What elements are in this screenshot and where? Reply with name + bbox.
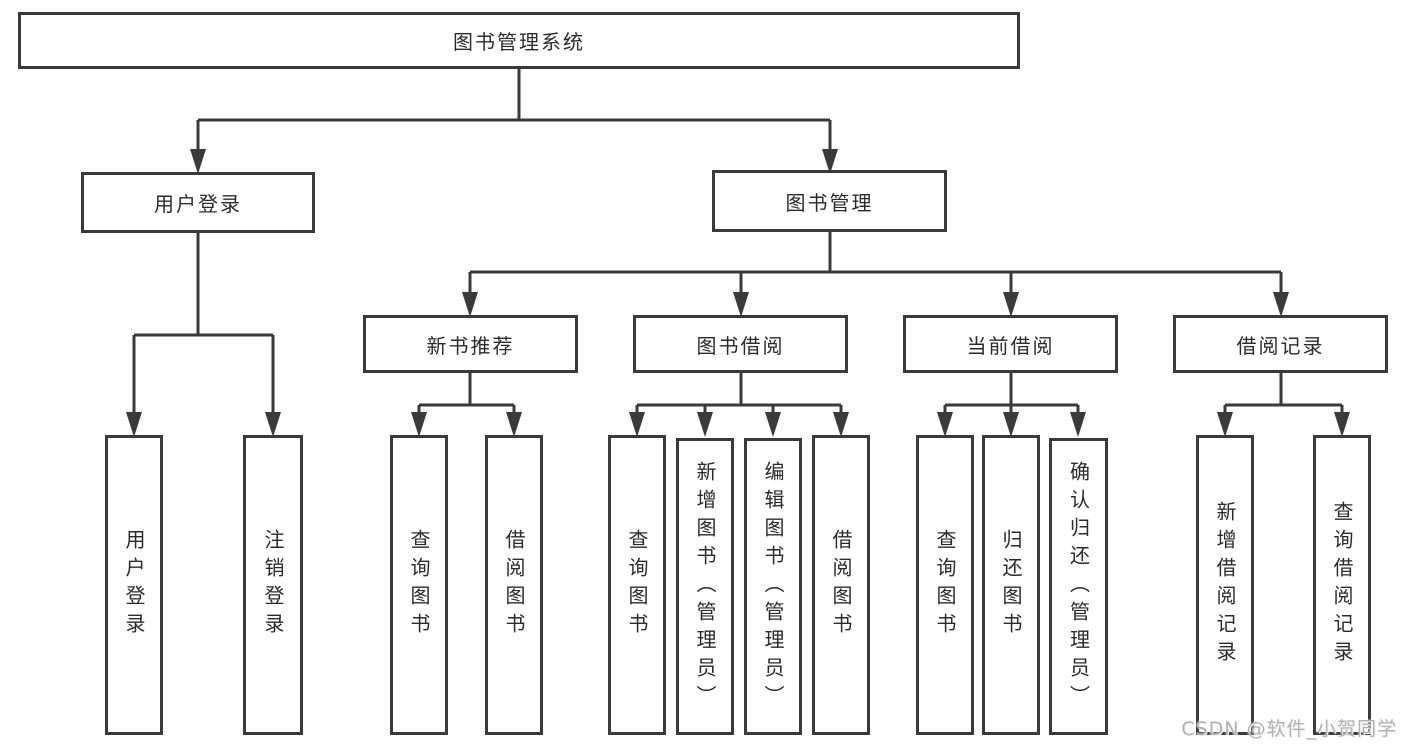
node-leaf-query-borrow-rec-label: 查询借阅记录 (1330, 501, 1354, 669)
node-leaf-return-book: 归还图书 (982, 435, 1040, 735)
arrowhead-icon (765, 412, 781, 437)
arrowhead-icon (462, 292, 478, 317)
node-leaf-add-borrow-rec: 新增借阅记录 (1196, 435, 1254, 735)
arrowhead-icon (190, 149, 206, 174)
node-root-library-system: 图书管理系统 (18, 12, 1020, 69)
node-leaf-query-books-2-label: 查询图书 (625, 529, 649, 641)
node-borrowing-records: 借阅记录 (1173, 315, 1388, 373)
node-leaf-query-books-2: 查询图书 (608, 435, 666, 735)
arrowhead-icon (1334, 412, 1350, 437)
node-new-book-recommend: 新书推荐 (363, 315, 578, 373)
node-leaf-query-books-3: 查询图书 (916, 435, 974, 735)
node-current-borrowing: 当前借阅 (903, 315, 1118, 373)
node-leaf-add-borrow-rec-label: 新增借阅记录 (1213, 501, 1237, 669)
watermark: CSDN @软件_小贺同学 (1181, 718, 1397, 740)
node-book-management-label: 图书管理 (785, 190, 874, 215)
arrowhead-icon (1003, 292, 1019, 317)
arrowhead-icon (937, 412, 953, 437)
node-leaf-confirm-return: 确认归还（管理员） (1049, 438, 1108, 735)
arrowhead-icon (629, 412, 645, 437)
node-current-borrowing-label: 当前借阅 (966, 333, 1055, 358)
arrowhead-icon (1217, 412, 1233, 437)
arrowhead-icon (833, 412, 849, 437)
node-leaf-query-books-1: 查询图书 (390, 435, 448, 735)
node-book-borrowing-label: 图书借阅 (696, 333, 785, 358)
node-book-management: 图书管理 (712, 170, 947, 232)
arrowhead-icon (126, 412, 142, 437)
node-leaf-query-books-3-label: 查询图书 (933, 529, 957, 641)
arrowhead-icon (1273, 292, 1289, 317)
node-leaf-user-login-label: 用户登录 (122, 529, 146, 641)
node-leaf-user-login: 用户登录 (105, 435, 163, 735)
node-leaf-edit-book-admin: 编辑图书（管理员） (744, 438, 802, 735)
arrowhead-icon (1070, 412, 1086, 437)
arrowhead-icon (697, 412, 713, 437)
node-leaf-borrow-books-2: 借阅图书 (812, 435, 870, 735)
node-leaf-add-book-admin: 新增图书（管理员） (676, 438, 734, 735)
arrowhead-icon (506, 412, 522, 437)
node-book-borrowing: 图书借阅 (633, 315, 848, 373)
node-leaf-borrow-books-1-label: 借阅图书 (502, 529, 526, 641)
arrowhead-icon (1003, 412, 1019, 437)
node-borrowing-records-label: 借阅记录 (1236, 333, 1325, 358)
node-leaf-logout-label: 注销登录 (261, 529, 285, 641)
node-user-login: 用户登录 (81, 172, 315, 233)
node-leaf-edit-book-admin-label: 编辑图书（管理员） (761, 460, 785, 713)
arrowhead-icon (411, 412, 427, 437)
arrowhead-icon (265, 412, 281, 437)
node-user-login-label: 用户登录 (154, 192, 242, 216)
node-root-library-system-label: 图书管理系统 (453, 30, 585, 54)
node-leaf-borrow-books-1: 借阅图书 (485, 435, 543, 735)
node-leaf-confirm-return-label: 确认归还（管理员） (1066, 460, 1091, 713)
node-leaf-query-books-1-label: 查询图书 (407, 529, 431, 641)
arrowhead-icon (733, 292, 749, 317)
arrowhead-icon (822, 149, 838, 174)
node-leaf-borrow-books-2-label: 借阅图书 (829, 529, 853, 641)
node-new-book-recommend-label: 新书推荐 (426, 333, 515, 358)
node-leaf-query-borrow-rec: 查询借阅记录 (1313, 435, 1371, 735)
node-leaf-return-book-label: 归还图书 (999, 529, 1023, 641)
node-leaf-add-book-admin-label: 新增图书（管理员） (693, 460, 717, 713)
node-leaf-logout: 注销登录 (243, 435, 303, 735)
